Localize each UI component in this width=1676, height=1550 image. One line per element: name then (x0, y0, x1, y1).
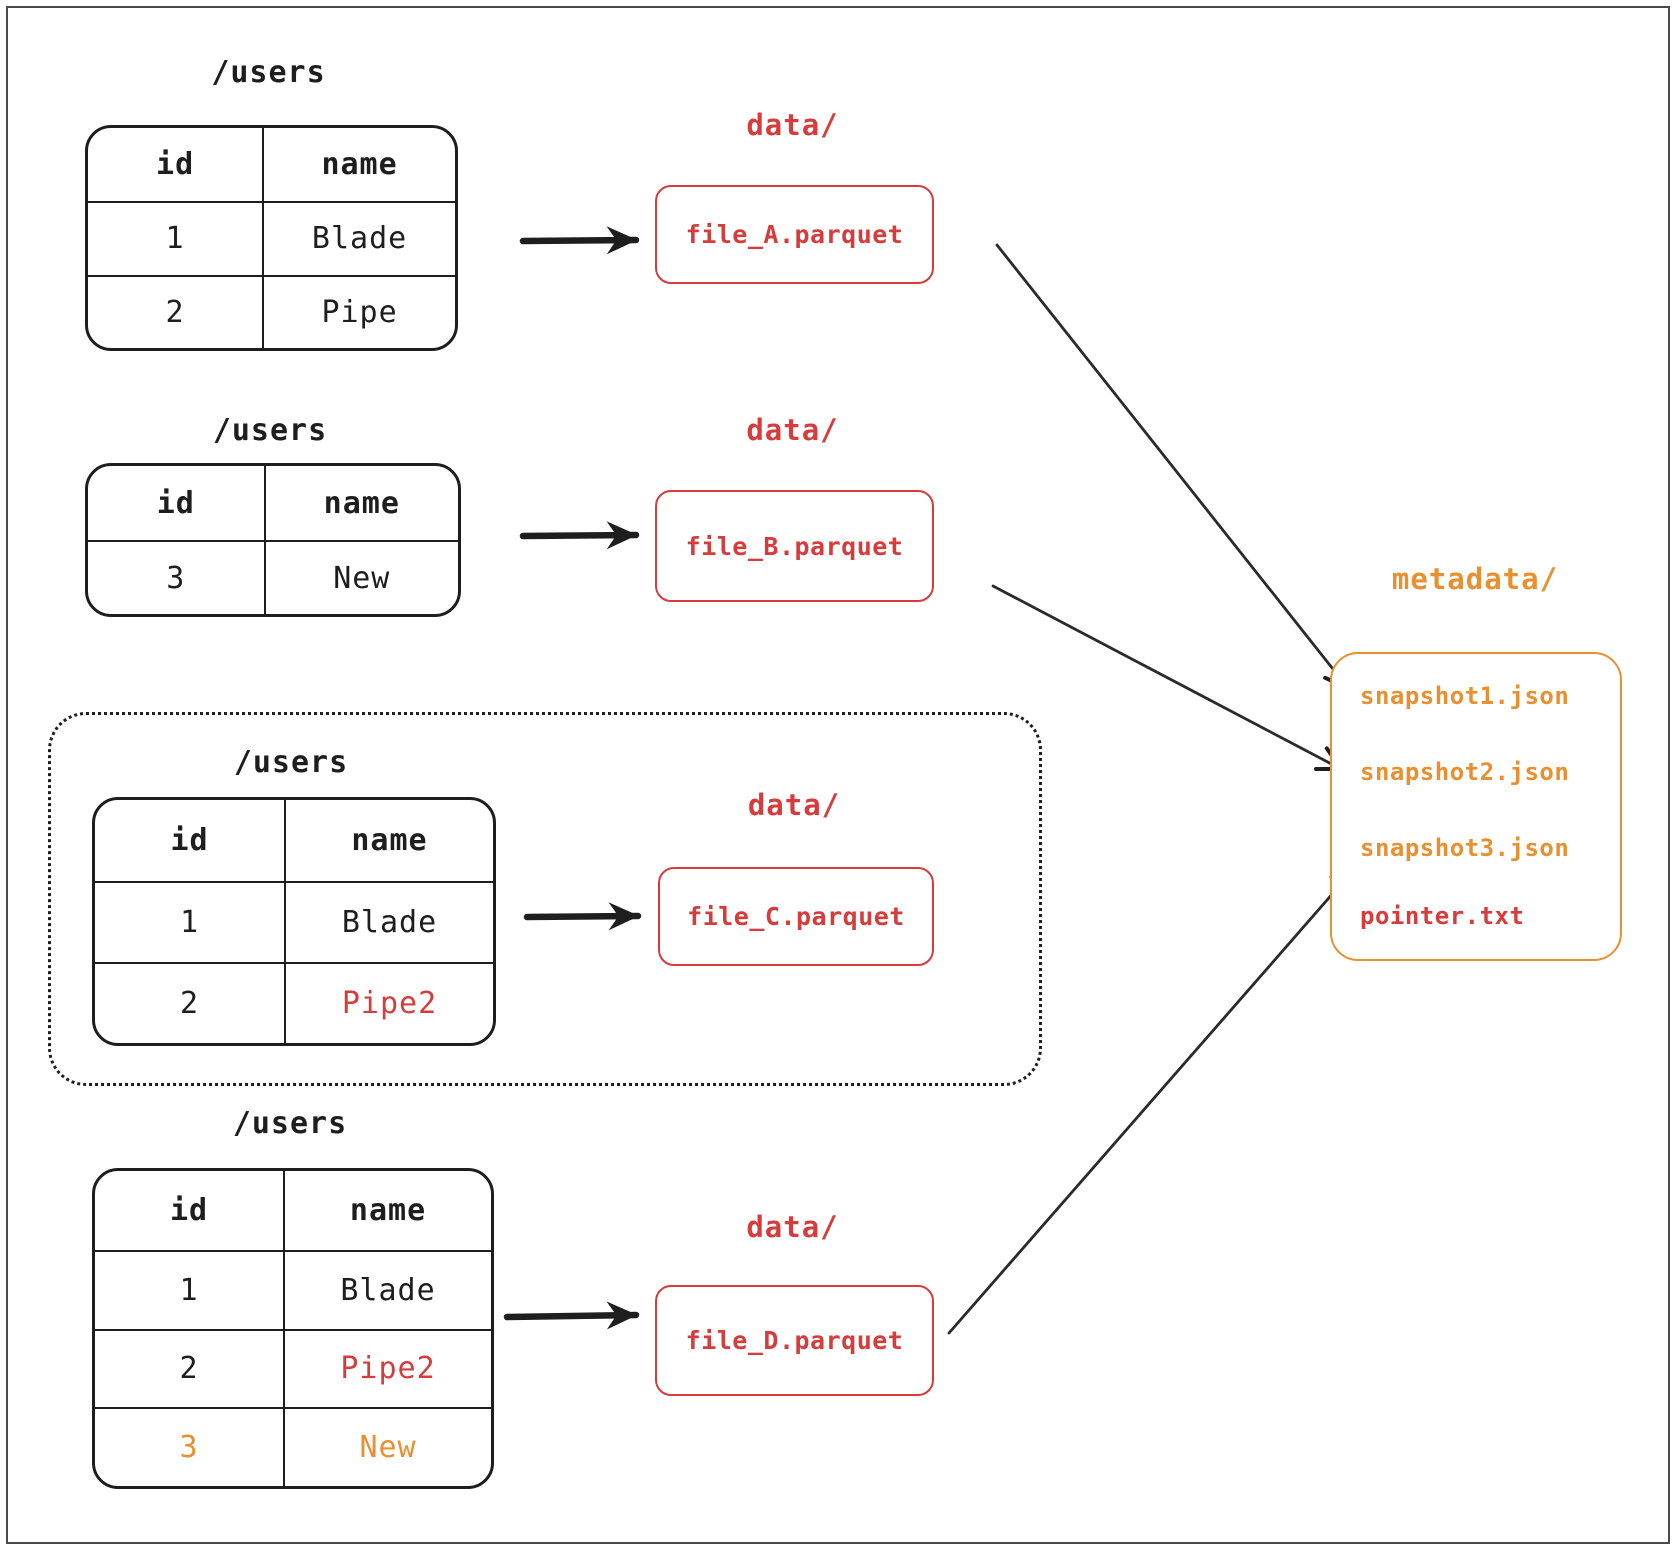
cell-id-new: 3 (95, 1409, 286, 1486)
table-row: 3 New (95, 1407, 491, 1486)
table-row: 2 Pipe2 (95, 962, 493, 1043)
table-header-row: id name (88, 128, 455, 202)
table-row: 3 New (88, 540, 458, 614)
data-folder-label-1: data/ (746, 108, 839, 142)
table-row: 1 Blade (95, 881, 493, 962)
column-header-name: name (349, 1192, 427, 1228)
users-table-4: id name 1 Blade 2 Pipe2 3 New (92, 1168, 494, 1489)
arrow-table1-to-fileA (519, 226, 640, 255)
metadata-folder-label: metadata/ (1391, 562, 1559, 596)
arrow-table3-to-fileC (523, 902, 642, 931)
users-table-1: id name 1 Blade 2 Pipe (85, 125, 458, 351)
file-box-B: file_B.parquet (655, 490, 934, 602)
arrow-fileB-to-snapshot2 (991, 584, 1341, 769)
cell-name-new: New (359, 1430, 417, 1466)
data-folder-label-2: data/ (746, 413, 839, 447)
column-header-id: id (95, 1171, 286, 1250)
users-table-2: id name 3 New (85, 463, 461, 617)
cell-name: Blade (311, 221, 408, 257)
cell-id: 2 (95, 1330, 286, 1408)
metadata-file-snapshot1: snapshot1.json (1360, 682, 1570, 710)
column-header-name: name (323, 485, 400, 521)
cell-name: Pipe (321, 294, 398, 330)
table2-title: /users (212, 413, 328, 448)
table3-title: /users (233, 745, 349, 780)
cell-name-changed: Pipe2 (341, 986, 438, 1021)
table-header-row: id name (95, 1171, 491, 1250)
metadata-file-snapshot2: snapshot2.json (1360, 758, 1570, 786)
cell-name-changed: Pipe2 (340, 1351, 436, 1387)
arrow-fileD-to-snapshot3 (947, 868, 1355, 1335)
arrow-table4-to-fileD (503, 1301, 640, 1330)
table4-title: /users (232, 1106, 348, 1141)
cell-id: 2 (88, 276, 265, 348)
arrow-fileA-to-snapshot1 (995, 243, 1348, 688)
table-row: 1 Blade (88, 201, 455, 275)
data-folder-label-4: data/ (746, 1210, 839, 1244)
cell-id: 3 (88, 542, 266, 614)
metadata-box: snapshot1.json snapshot2.json snapshot3.… (1330, 652, 1622, 961)
cell-name: Blade (340, 1272, 436, 1308)
cell-id: 1 (95, 1251, 286, 1329)
metadata-file-pointer: pointer.txt (1360, 902, 1525, 930)
table-row: 1 Blade (95, 1249, 491, 1329)
arrow-table2-to-fileB (519, 521, 640, 550)
dashed-group-box (48, 712, 1042, 1086)
table-row: 2 Pipe (88, 274, 455, 348)
table-row: 2 Pipe2 (95, 1328, 491, 1408)
column-header-id: id (88, 466, 266, 540)
users-table-3: id name 1 Blade 2 Pipe2 (92, 797, 496, 1046)
table-header-row: id name (88, 466, 458, 540)
cell-id: 1 (88, 203, 265, 275)
column-header-id: id (88, 128, 265, 202)
file-box-C: file_C.parquet (658, 867, 934, 966)
metadata-file-snapshot3: snapshot3.json (1360, 834, 1570, 862)
cell-id: 2 (95, 964, 287, 1043)
file-box-A: file_A.parquet (655, 185, 934, 284)
cell-name: Blade (341, 905, 438, 940)
file-box-D: file_D.parquet (655, 1285, 934, 1396)
cell-id: 1 (95, 883, 287, 962)
table-header-row: id name (95, 800, 493, 881)
column-header-name: name (351, 823, 428, 858)
table1-title: /users (211, 55, 326, 90)
column-header-name: name (321, 147, 398, 183)
cell-name: New (333, 560, 391, 596)
data-folder-label-3: data/ (747, 788, 841, 822)
column-header-id: id (95, 800, 287, 881)
